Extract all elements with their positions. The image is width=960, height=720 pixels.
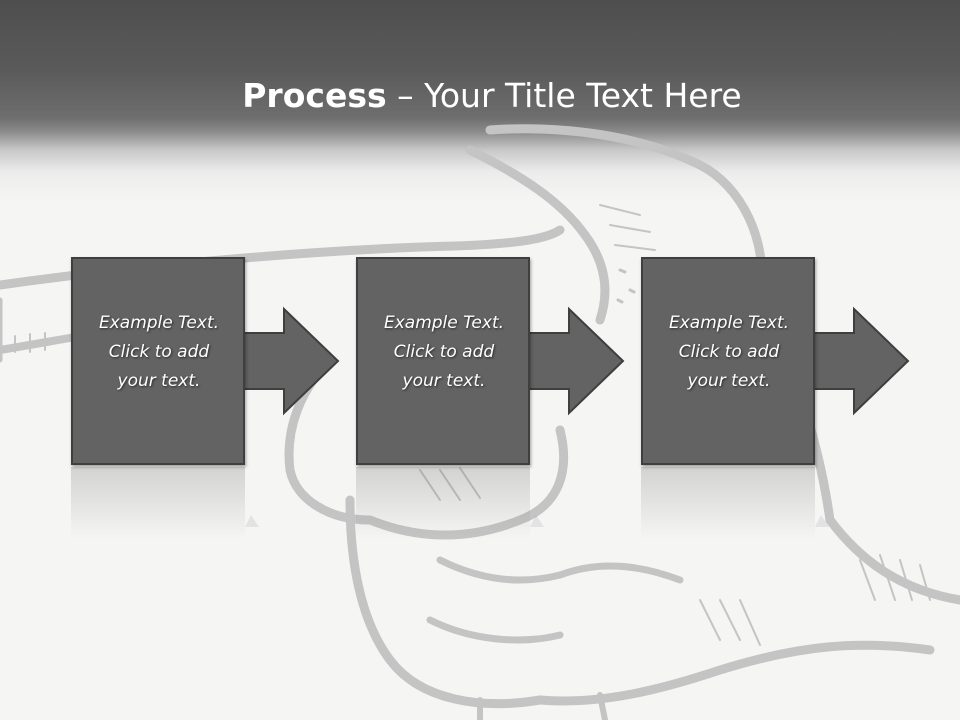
step-text[interactable]: Example Text. Click to add your text. — [668, 313, 790, 391]
title-rest: Your Title Text Here — [424, 76, 742, 116]
process-step-2[interactable]: Example Text. Click to add your text. — [356, 257, 696, 557]
title-band — [0, 0, 960, 200]
process-step-3[interactable]: Example Text. Click to add your text. — [641, 257, 960, 557]
step-reflection — [356, 467, 530, 539]
step-text[interactable]: Example Text. Click to add your text. — [383, 313, 505, 391]
step-box[interactable]: Example Text. Click to add your text. — [71, 257, 245, 465]
step-text[interactable]: Example Text. Click to add your text. — [98, 313, 220, 391]
arrow-reflection — [530, 515, 544, 527]
arrow-reflection — [245, 515, 259, 527]
arrow-reflection — [815, 515, 829, 527]
right-arrow-icon — [242, 306, 340, 416]
step-box[interactable]: Example Text. Click to add your text. — [641, 257, 815, 465]
step-reflection — [71, 467, 245, 539]
right-arrow-icon — [812, 306, 910, 416]
title-bold-part: Process — [242, 76, 387, 116]
step-reflection — [641, 467, 815, 539]
title-dash: – — [386, 76, 425, 116]
right-arrow-icon — [527, 306, 625, 416]
process-step-1[interactable]: Example Text. Click to add your text. — [71, 257, 411, 557]
step-box[interactable]: Example Text. Click to add your text. — [356, 257, 530, 465]
slide-title[interactable]: Process – Your Title Text Here — [0, 74, 960, 118]
